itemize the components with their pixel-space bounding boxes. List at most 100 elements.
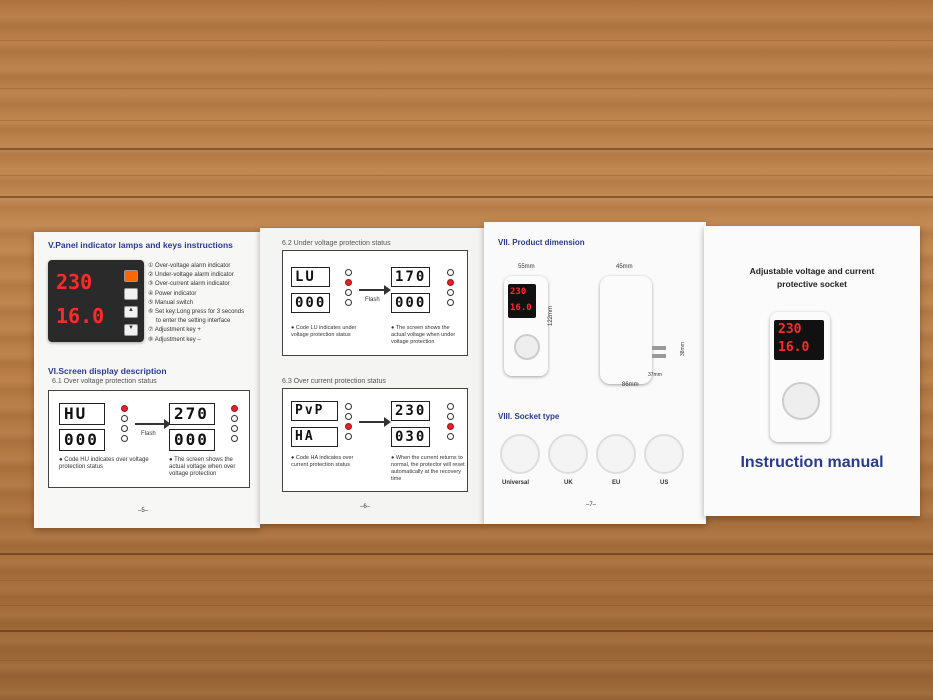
page-number: –7– xyxy=(586,502,597,508)
flash-arrow xyxy=(359,285,391,295)
wood-seam xyxy=(0,196,933,198)
indicator-dot xyxy=(121,435,128,442)
lcd-code-display: LU xyxy=(291,267,330,287)
legend-item: ③ Over-current alarm indicator xyxy=(148,281,230,288)
lcd-current-display: 030 xyxy=(391,427,430,447)
note-left: ● Code LU indicates under voltage protec… xyxy=(291,325,357,338)
indicator-dot xyxy=(345,403,352,410)
legend-item: ① Over-voltage alarm indicator xyxy=(148,263,231,269)
wood-grain xyxy=(0,175,933,176)
outlet xyxy=(782,382,820,420)
socket-eu-icon xyxy=(596,434,636,474)
legend-item: ⑦ Adjustment key + xyxy=(148,327,201,334)
wood-grain xyxy=(0,40,933,41)
wood-grain xyxy=(0,580,933,581)
lcd-value-display: 000 xyxy=(59,429,105,451)
indicator-dot xyxy=(447,269,454,276)
socket-label: US xyxy=(660,480,669,486)
panel-device-photo: 230 16.0 ▲ ▼ xyxy=(48,260,144,342)
transition-arrow xyxy=(359,417,391,427)
led-readout-top: 230 xyxy=(510,287,527,297)
indicator-dot xyxy=(447,289,454,296)
wood-grain xyxy=(0,120,933,121)
subsection-6-3: 6.3 Over current protection status xyxy=(282,378,386,385)
legend-item: ⑧ Adjustment key – xyxy=(148,336,201,343)
lcd-voltage-display: 270 xyxy=(169,403,215,425)
flash-label: Flash xyxy=(141,431,156,437)
dim-height-label: 122mm xyxy=(548,305,554,326)
front-view-device: 230 16.0 xyxy=(504,276,548,376)
lcd-value-display: 000 xyxy=(291,293,330,313)
wood-grain xyxy=(0,605,933,606)
socket-label: Universal xyxy=(502,480,530,486)
wood-grain xyxy=(0,88,933,89)
cover-manual-title: Instruction manual xyxy=(740,454,884,471)
indicator-dot xyxy=(447,299,454,306)
cover-title-line1: Adjustable voltage and current xyxy=(749,266,875,276)
manual-panel-page6: 6.2 Under voltage protection status LU 0… xyxy=(260,228,484,524)
indicator-dot xyxy=(231,425,238,432)
indicator-dot xyxy=(345,289,352,296)
indicator-dot xyxy=(121,415,128,422)
manual-cover: Adjustable voltage and current protectiv… xyxy=(704,226,920,516)
subsection-6-2: 6.2 Under voltage protection status xyxy=(282,240,391,247)
device-screen: 230 16.0 xyxy=(774,320,824,360)
dim-plug-label: 37mm xyxy=(648,372,662,378)
indicator-dot xyxy=(447,433,454,440)
dim-depth-label: 45mm xyxy=(616,264,633,270)
wood-seam xyxy=(0,148,933,150)
indicator-dot xyxy=(231,415,238,422)
page-number: –5– xyxy=(138,508,149,514)
wood-grain xyxy=(0,660,933,661)
indicator-dot xyxy=(345,433,352,440)
indicator-dot xyxy=(121,425,128,432)
plug-pins xyxy=(652,354,666,358)
led-readout-bottom: 16.0 xyxy=(56,304,105,328)
indicator-dot xyxy=(231,435,238,442)
note-right: ● The screen shows the actual voltage wh… xyxy=(391,325,456,345)
legend-item: to enter the setting interface xyxy=(156,318,231,325)
indicator-dot xyxy=(447,423,454,430)
lcd-code-display: PvP xyxy=(291,401,338,421)
subsection-6-1: 6.1 Over voltage protection status xyxy=(52,378,157,385)
flash-arrow xyxy=(135,419,171,429)
dim-side-label: 38mm xyxy=(680,342,686,356)
note-left: ● Code HU indicates over voltage protect… xyxy=(59,457,149,470)
led-readout-bottom: 16.0 xyxy=(510,303,532,313)
indicator-dot xyxy=(345,299,352,306)
manual-panel-page7: VII. Product dimension 55mm 45mm 230 16.… xyxy=(484,222,706,524)
lcd-code-display: HU xyxy=(59,403,105,425)
indicator-dot xyxy=(345,269,352,276)
note-right: ● The screen shows the actual voltage wh… xyxy=(169,457,236,477)
manual-key xyxy=(124,288,138,300)
dim-width-label: 55mm xyxy=(518,264,535,270)
wood-seam xyxy=(0,553,933,555)
section6-title: VI.Screen display description xyxy=(48,366,167,376)
led-readout-top: 230 xyxy=(778,322,802,337)
diagram-box-6-3: PvP HA 230 030 ● Code HA indicates over … xyxy=(282,388,468,492)
indicator-dot xyxy=(447,413,454,420)
wood-seam xyxy=(0,630,933,632)
socket-label: EU xyxy=(612,480,621,486)
note-left: ● Code HA indicates over current protect… xyxy=(291,455,354,468)
set-key xyxy=(124,270,138,282)
socket-uk-icon xyxy=(548,434,588,474)
section7-title: VII. Product dimension xyxy=(498,238,585,247)
diagram-box-6-1: HU 000 Flash 270 000 ● Code HU indicates… xyxy=(48,390,250,488)
minus-key: ▼ xyxy=(124,324,138,336)
lcd-current-display: 000 xyxy=(169,429,215,451)
diagram-box-6-2: LU 000 Flash 170 000 ● Code LU indicates… xyxy=(282,250,468,356)
device-screen: 230 16.0 xyxy=(508,284,536,318)
indicator-dot xyxy=(447,403,454,410)
socket-label: UK xyxy=(564,480,573,486)
legend-item: ② Under-voltage alarm indicator xyxy=(148,272,234,279)
cover-title-line2: protective socket xyxy=(777,279,847,289)
lcd-voltage-display: 170 xyxy=(391,267,430,287)
lcd-voltage-display: 230 xyxy=(391,401,430,421)
indicator-dot xyxy=(345,423,352,430)
legend-list: ① Over-voltage alarm indicator ② Under-v… xyxy=(148,262,244,345)
plug-pins xyxy=(652,346,666,350)
outlet xyxy=(514,334,540,360)
led-readout-bottom: 16.0 xyxy=(778,340,810,355)
cover-device-photo: 230 16.0 xyxy=(770,312,830,442)
